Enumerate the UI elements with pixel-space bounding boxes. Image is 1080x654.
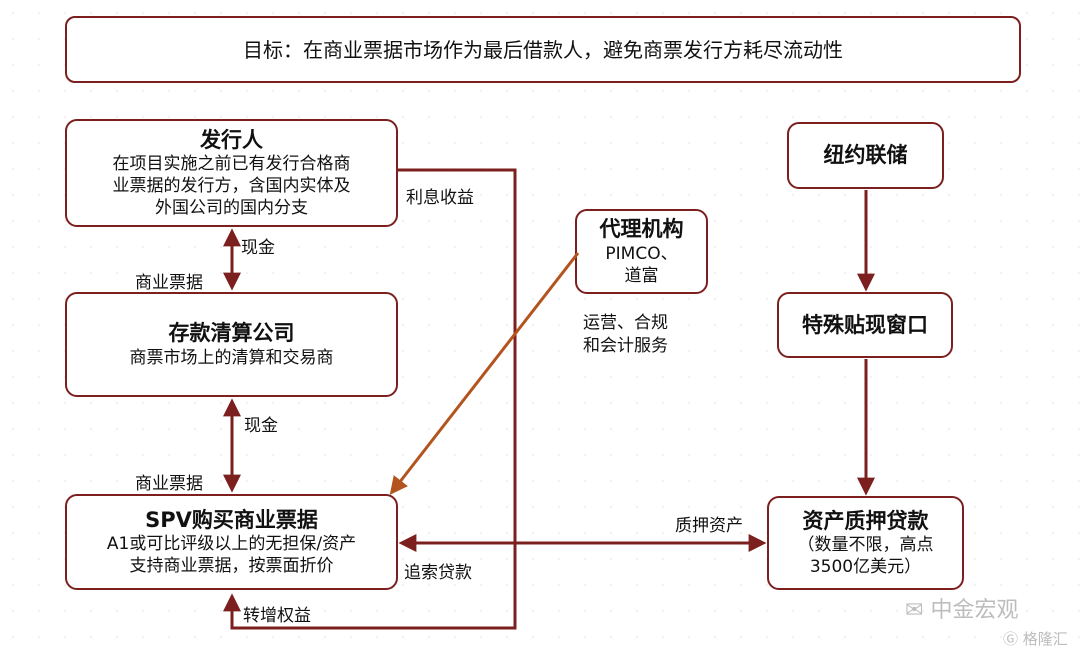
asset-loan-title: 资产质押贷款 xyxy=(802,508,929,533)
issuer-title: 发行人 xyxy=(200,127,263,152)
discount-window-box: 特殊贴现窗口 xyxy=(777,292,953,358)
spv-desc-line: 支持商业票据，按票面折价 xyxy=(129,556,334,577)
agent-desc-line: 道富 xyxy=(624,265,659,286)
commercial-paper-label: 商业票据 xyxy=(135,273,203,293)
issuer-desc-line: 外国公司的国内分支 xyxy=(155,198,308,219)
asset-loan-desc-line: 3500亿美元） xyxy=(809,557,922,578)
clearing-title: 存款清算公司 xyxy=(168,321,295,346)
gelonghui-watermark: Ⓖ 格隆汇 xyxy=(1003,628,1068,649)
issuer-desc-line: 在项目实施之前已有发行合格商 xyxy=(112,153,351,174)
wechat-watermark: ✉ 中金宏观 xyxy=(905,592,1018,624)
pledged-assets-label: 质押资产 xyxy=(675,516,743,536)
issuer-desc-line: 业票据的发行方，含国内实体及 xyxy=(112,176,351,197)
agent-box: 代理机构 PIMCO、 道富 xyxy=(575,209,708,294)
gelonghui-watermark-text: 格隆汇 xyxy=(1022,630,1068,648)
cash-label: 现金 xyxy=(241,238,275,258)
issuer-box: 发行人 在项目实施之前已有发行合格商 业票据的发行方，含国内实体及 外国公司的国… xyxy=(65,119,398,227)
spv-desc-line: A1或可比评级以上的无担保/资产 xyxy=(106,534,357,555)
cash-label: 现金 xyxy=(244,416,278,436)
agent-desc-line: PIMCO、 xyxy=(605,243,678,264)
wechat-icon: ✉ xyxy=(905,598,924,623)
interest-income-label: 利息收益 xyxy=(406,188,474,208)
discount-window-title: 特殊贴现窗口 xyxy=(802,312,928,337)
ny-fed-box: 纽约联储 xyxy=(787,122,944,189)
agent-services-label: 运营、合规 xyxy=(583,313,668,333)
recourse-loan-label: 追索贷款 xyxy=(404,563,472,583)
commercial-paper-label: 商业票据 xyxy=(135,474,203,494)
clearing-box: 存款清算公司 商票市场上的清算和交易商 xyxy=(65,292,398,397)
asset-loan-box: 资产质押贷款 （数量不限，高点 3500亿美元） xyxy=(767,496,964,590)
agent-title: 代理机构 xyxy=(599,217,684,242)
ny-fed-title: 纽约联储 xyxy=(823,143,908,168)
goal-banner: 目标：在商业票据市场作为最后借款人，避免商票发行方耗尽流动性 xyxy=(65,16,1021,83)
spv-title: SPV购买商业票据 xyxy=(145,507,318,532)
wechat-watermark-text: 中金宏观 xyxy=(930,598,1019,623)
asset-loan-desc-line: （数量不限，高点 xyxy=(797,535,934,556)
agent-to-spv-arrow xyxy=(389,252,580,495)
goal-text: 目标：在商业票据市场作为最后借款人，避免商票发行方耗尽流动性 xyxy=(243,37,843,62)
clearing-desc: 商票市场上的清算和交易商 xyxy=(129,347,334,368)
gelonghui-icon: Ⓖ xyxy=(1003,630,1019,648)
interest-equity-loop xyxy=(223,168,517,630)
equity-conversion-label: 转增权益 xyxy=(243,606,311,626)
spv-box: SPV购买商业票据 A1或可比评级以上的无担保/资产 支持商业票据，按票面折价 xyxy=(65,494,398,590)
agent-services-label: 和会计服务 xyxy=(583,336,668,356)
